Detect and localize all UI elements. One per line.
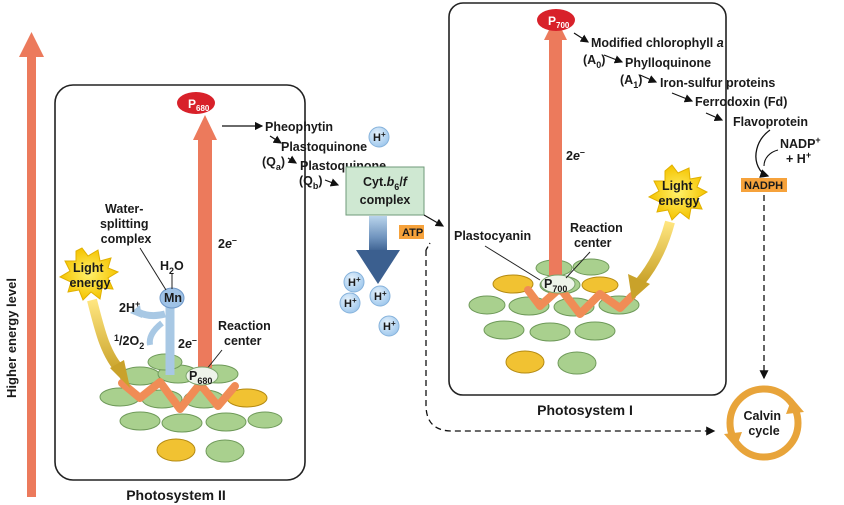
photosystem-i-title: Photosystem I [537,402,633,418]
proton-4: H+ [378,315,400,337]
nadph-badge: NADPH [741,178,787,192]
svg-text:H+: H+ [373,130,386,144]
proton-group: H+ H+ H+ H+ H+ [339,126,400,337]
pheophytin-label: Pheophytin [265,120,333,134]
ps2-light-energy: Light energy [58,247,130,388]
proton-3: H+ [369,285,391,307]
svg-text:H+: H+ [344,296,357,310]
a1-label: (A1) [620,73,642,90]
svg-text:Calvin cycle: Calvin cycle [744,409,785,438]
cyt-b6f-complex: Cyt.b6/f complex [345,166,445,284]
svg-text:complex: complex [360,193,411,207]
svg-text:Cyt.b6/f: Cyt.b6/f [363,175,409,192]
p700-center-label: P700 [544,277,567,294]
ps1-2e-label: 2e– [566,147,585,163]
modified-chlorophyll-label: Modified chlorophyll a [591,36,724,50]
mn-label: Mn [164,291,182,305]
qb-label: (Qb) [299,174,323,191]
ps1-electron-path [524,284,636,318]
ps2-2e-low-label: 2e– [178,335,197,351]
a0-label: (A0) [583,53,605,70]
ps2-reaction-center-label: Reaction center [218,319,274,348]
plastocyanin-label: Plastocyanin [454,229,531,243]
qa-label: (Qa) [262,155,285,172]
proton-1: H+ [343,271,365,293]
water-splitting-label: Water- splitting complex [100,202,152,246]
photosystem-ii-box [54,84,306,481]
photosystem-i-box [448,2,727,396]
svg-text:H+: H+ [374,289,387,303]
plus-h-label: + H+ [786,150,811,166]
flavoprotein-label: Flavoprotein [733,115,808,129]
energy-axis: Higher energy level [4,32,44,497]
half-o2-label: 1/2O2 [114,333,144,351]
svg-text:Light energy: Light energy [659,179,700,208]
two-h-plus-label: 2H+ [119,299,140,315]
plastoquinone-a-label: Plastoquinone [281,140,367,154]
proton-top: H+ [368,126,390,148]
ferredoxin-label: Ferrodoxin (Fd) [695,95,787,109]
photosystem-i: P700 P700 2e– Plastocyanin Reaction cent… [448,2,727,418]
photosystem-ii: P680 Mn Water- splitting complex H2O 2H+… [54,84,306,503]
ps1-reaction-center-label: Reaction center [570,221,626,250]
ps2-2e-high-label: 2e– [218,235,237,251]
electron-chain-2: Modified chlorophyll a (A0) Phylloquinon… [573,32,821,380]
calvin-cycle: Calvin cycle [724,385,804,461]
phylloquinone-label: Phylloquinone [625,56,711,70]
svg-text:NADPH: NADPH [744,180,783,192]
nadp-label: NADP+ [780,135,821,151]
p680-center-label: P680 [189,369,212,386]
svg-text:ATP: ATP [402,227,423,239]
atp-badge: ATP [399,225,424,239]
h2o-label: H2O [160,259,184,276]
svg-text:P700: P700 [548,14,570,30]
ps1-light-energy: Light energy [628,164,709,300]
proton-2: H+ [339,292,361,314]
svg-text:H+: H+ [383,319,396,333]
svg-text:Light energy: Light energy [70,261,111,290]
iron-sulfur-label: Iron-sulfur proteins [660,76,775,90]
svg-text:P680: P680 [188,97,210,113]
p680-badge: P680 [177,92,215,114]
energy-axis-label: Higher energy level [4,278,19,398]
photosystem-ii-title: Photosystem II [126,487,226,503]
svg-text:H+: H+ [348,275,361,289]
atp-to-calvin-arrow [425,250,716,436]
p700-badge: P700 [537,9,575,31]
ps2-electron-path [118,378,239,413]
